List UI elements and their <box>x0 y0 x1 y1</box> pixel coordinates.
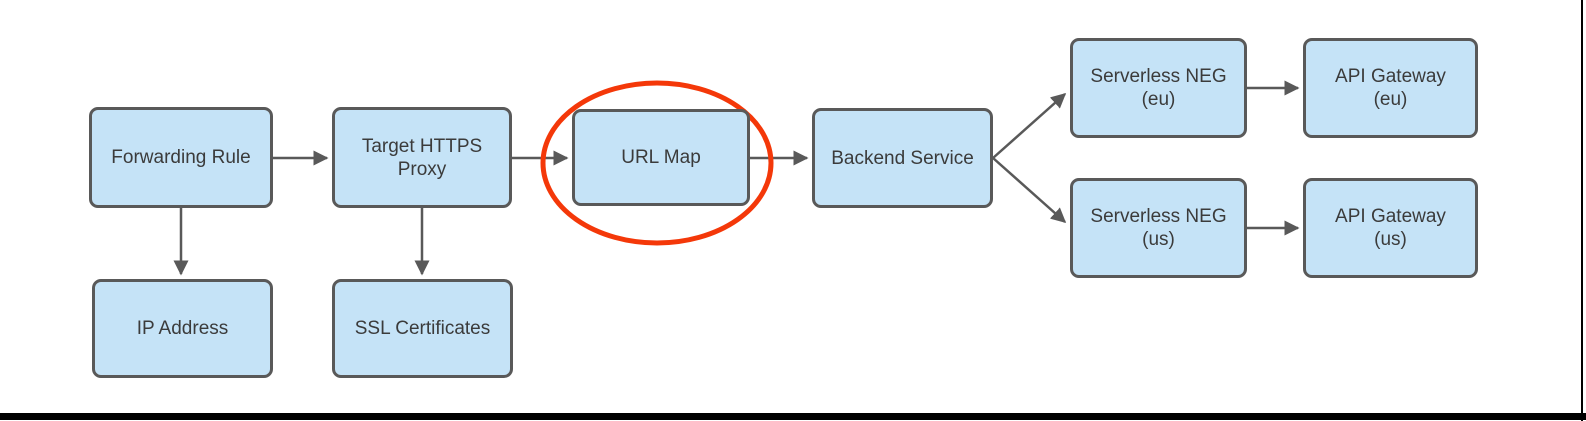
node-label: API Gateway <box>1335 66 1446 87</box>
node-ssl-certificates: SSL Certificates <box>332 279 513 378</box>
highlight-ellipse <box>540 80 774 246</box>
node-label: Proxy <box>397 158 447 180</box>
node-label: URL Map <box>621 147 701 168</box>
node-label: IP Address <box>136 318 229 339</box>
node-ip-address: IP Address <box>92 279 273 378</box>
node-label: (eu) <box>1141 89 1176 110</box>
arrow-backend-service-to-serverless-neg-eu <box>992 93 1067 159</box>
frame-right-edge <box>1581 0 1583 421</box>
node-label: Forwarding Rule <box>111 147 251 168</box>
node-label: SSL Certificates <box>354 318 491 339</box>
node-label: (eu) <box>1373 89 1408 110</box>
node-backend-service: Backend Service <box>812 108 993 208</box>
arrow-backend-service-to-serverless-neg-us <box>992 157 1067 223</box>
node-label: API Gateway <box>1335 206 1446 227</box>
node-target-https-proxy: Target HTTPS Proxy <box>332 107 512 208</box>
node-label: Target HTTPS <box>361 135 483 157</box>
node-forwarding-rule: Forwarding Rule <box>89 107 273 208</box>
node-label: Serverless NEG <box>1090 206 1227 227</box>
node-label: Serverless NEG <box>1090 66 1227 87</box>
node-label: (us) <box>1142 229 1175 250</box>
node-label: (us) <box>1374 229 1407 250</box>
node-label: Backend Service <box>831 147 974 169</box>
frame-bottom-edge <box>0 413 1586 420</box>
node-serverless-neg-us: Serverless NEG (us) <box>1070 178 1247 278</box>
node-api-gateway-eu: API Gateway (eu) <box>1303 38 1478 138</box>
node-serverless-neg-eu: Serverless NEG (eu) <box>1070 38 1247 138</box>
node-url-map: URL Map <box>572 109 750 206</box>
node-api-gateway-us: API Gateway (us) <box>1303 178 1478 278</box>
